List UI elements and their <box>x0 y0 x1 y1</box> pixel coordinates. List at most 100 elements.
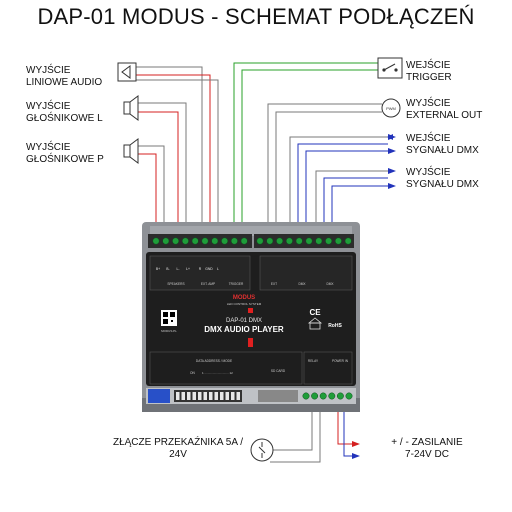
wire-dmx-in-2 <box>297 143 388 230</box>
label-line-audio: WYJŚCIE LINIOWE AUDIO <box>26 65 102 89</box>
relay-contact-icon <box>250 438 274 462</box>
label-power-line2: 7-24V DC <box>405 449 449 460</box>
wires-power <box>337 400 360 459</box>
wire-speaker-left-2 <box>136 111 179 230</box>
terminal-screw <box>295 237 303 245</box>
label-external-out: WYJŚCIE EXTERNAL OUT <box>406 98 482 122</box>
wires-external-out <box>267 103 382 230</box>
wire-line-audio-1 <box>136 66 203 230</box>
top-right-label-area <box>259 255 353 291</box>
dip-key <box>176 392 180 400</box>
label-speaker-right-line2: GŁOŚNIKOWE P <box>26 154 104 165</box>
pin-b-plus: B+ <box>156 267 160 271</box>
group-ext: EXT <box>271 282 277 286</box>
label-relay-line2: 24V <box>169 449 187 460</box>
label-speaker-left-line2: GŁOŚNIKOWE L <box>26 113 103 124</box>
wire-speaker-right-1 <box>136 145 165 230</box>
top-left-label-area <box>149 255 251 291</box>
label-speaker-left-line1: WYJŚCIE <box>26 101 71 112</box>
label-dmx-output-line1: WYJŚCIE <box>406 167 451 178</box>
group-ext-amp: EXT. AMP <box>201 282 215 286</box>
wire-speaker-left-1 <box>136 102 187 230</box>
dip-key <box>198 392 202 400</box>
arrow-power-minus <box>352 453 360 459</box>
pin-gnd: GND <box>205 267 213 271</box>
bottom-terminals <box>302 392 353 400</box>
top-terminal-strip-right <box>254 234 354 248</box>
wires-speaker-right <box>136 145 165 230</box>
group-relay: RELAY <box>308 359 319 363</box>
label-relay: ZŁĄCZE PRZEKAŹNIKA 5A / 24V <box>108 437 248 461</box>
label-relay-line1: ZŁĄCZE PRZEKAŹNIKA 5A / <box>112 437 244 448</box>
dip-key <box>220 392 224 400</box>
status-led-bottom <box>248 338 253 347</box>
wires-relay <box>270 400 321 463</box>
wires-speaker-left <box>136 102 187 230</box>
terminal-screw <box>201 237 209 245</box>
label-speaker-left: WYJŚCIE GŁOŚNIKOWE L <box>26 101 103 125</box>
wire-trigger-1 <box>233 62 378 230</box>
wire-relay-1 <box>270 400 313 451</box>
wires-line-audio <box>136 66 219 230</box>
group-power-in: POWER IN <box>332 359 349 363</box>
device-name: DMX AUDIO PLAYER <box>204 325 284 334</box>
dip-keys <box>176 392 240 400</box>
terminal-screw <box>266 237 274 245</box>
label-speaker-right: WYJŚCIE GŁOŚNIKOWE P <box>26 142 104 166</box>
dip-key <box>231 392 235 400</box>
terminal-screw <box>230 237 238 245</box>
device-housing-top <box>150 226 352 236</box>
dip-key <box>236 392 240 400</box>
label-trigger-input: WEJŚCIE TRIGGER <box>406 60 452 84</box>
terminal-screw <box>152 237 160 245</box>
terminal-screw <box>211 237 219 245</box>
wires-dmx-input <box>289 134 396 230</box>
pin-l-minus: L- <box>176 267 179 271</box>
terminal-screw <box>319 392 327 400</box>
label-dmx-input-line1: WEJŚCIE <box>406 133 451 144</box>
label-line-audio-line1: WYJŚCIE <box>26 65 71 76</box>
terminal-screw <box>181 237 189 245</box>
terminal-screw <box>305 237 313 245</box>
label-dmx-input: WEJŚCIE SYGNAŁU DMX <box>406 133 479 157</box>
wire-relay-2 <box>270 400 321 463</box>
dip-range-label: 1 ............................. 12 <box>202 371 233 375</box>
wire-dmx-out-3 <box>331 185 388 230</box>
terminal-screw <box>256 237 264 245</box>
device-body <box>142 222 360 412</box>
terminal-screw <box>276 237 284 245</box>
wire-ext-2 <box>275 111 382 230</box>
label-power: + / - ZASILANIE 7-24V DC <box>372 437 482 461</box>
line-audio-icon <box>117 62 137 82</box>
group-sd-card: SD CARD <box>271 369 286 373</box>
terminal-screw <box>285 237 293 245</box>
pwm-circle-icon <box>381 98 401 118</box>
label-trigger-input-line2: TRIGGER <box>406 72 452 83</box>
wire-line-audio-3 <box>136 79 219 230</box>
pin-r: R <box>199 267 202 271</box>
dip-on-label: ON <box>190 371 195 375</box>
status-led-top <box>248 308 253 313</box>
device-website: MODUS.PL <box>161 329 177 333</box>
speaker-left-icon <box>123 95 139 121</box>
group-dmx-2: DMX <box>326 282 334 286</box>
pin-l-plus: L+ <box>186 267 190 271</box>
label-external-out-line2: EXTERNAL OUT <box>406 110 483 121</box>
terminal-screw <box>315 237 323 245</box>
terminal-screw <box>311 392 319 400</box>
ce-mark: CE <box>309 308 321 317</box>
rohs-mark: RoHS <box>328 323 342 329</box>
dip-key <box>192 392 196 400</box>
pin-l: L <box>217 267 219 271</box>
arrow-dmx-out-1 <box>388 168 396 174</box>
terminal-screw <box>334 237 342 245</box>
label-speaker-right-line1: WYJŚCIE <box>26 142 71 153</box>
device-model: DAP-01 DMX <box>226 318 262 324</box>
top-terminals-left <box>152 237 248 245</box>
group-data-address: DATA ADDRESS / MODE <box>196 359 232 363</box>
speaker-right-icon <box>123 138 139 164</box>
label-line-audio-line2: LINIOWE AUDIO <box>26 77 103 88</box>
terminal-screw <box>336 392 344 400</box>
label-power-line1: + / - ZASILANIE <box>391 437 463 448</box>
